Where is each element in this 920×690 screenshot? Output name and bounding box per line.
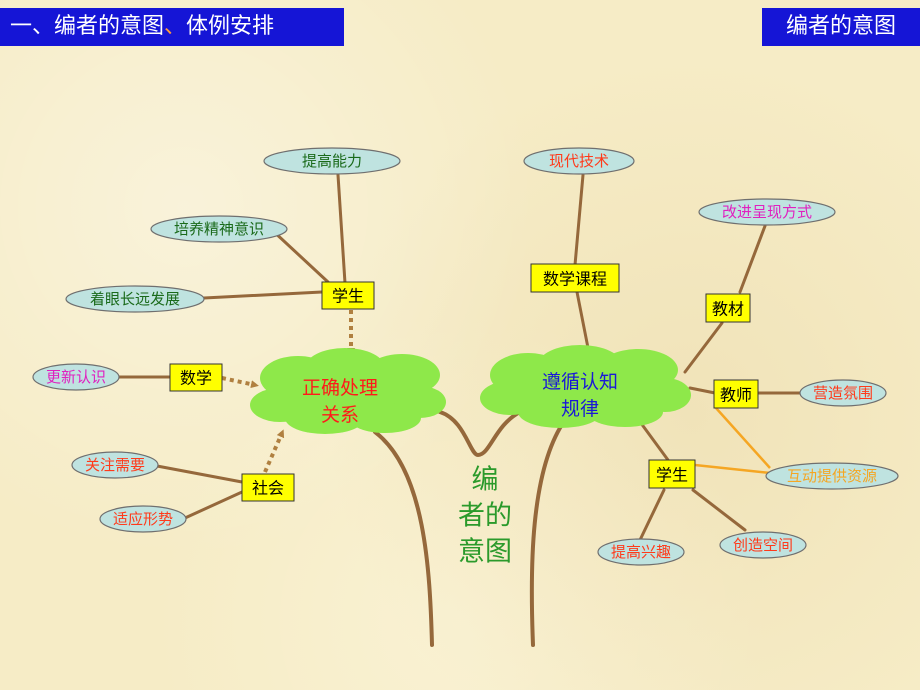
branch-focus-needs [155,464,244,484]
box-math-course: 数学课程 [530,263,620,293]
svg-text:教材: 教材 [712,300,744,319]
cloud-left-line2: 关系 [321,404,359,426]
branch-improve-ability [336,173,347,285]
branch-improve-presentation [738,224,767,294]
box-student-left: 学生 [321,281,375,310]
box-math: 数学 [169,363,223,392]
trunk-fork [438,410,522,458]
svg-text:改进呈现方式: 改进呈现方式 [722,203,812,221]
svg-text:培养精神意识: 培养精神意识 [174,220,264,238]
svg-text:现代技术: 现代技术 [549,152,609,170]
trunk-right [529,418,567,647]
oval-cultivate-spirit: 培养精神意识 [150,215,288,243]
section-title-banner: 一、编者的意图、体例安排 [0,8,344,46]
branch-modern-tech [573,173,585,267]
cloud-left-line1: 正确处理 [302,377,378,399]
svg-text:提高兴趣: 提高兴趣 [611,543,671,561]
svg-text:营造氛围: 营造氛围 [813,384,873,402]
svg-text:提高能力: 提高能力 [302,152,362,170]
svg-text:学生: 学生 [332,287,364,306]
svg-text:创造空间: 创造空间 [733,536,793,554]
branch-interest [638,488,666,542]
svg-text:学生: 学生 [656,466,688,485]
svg-text:关注需要: 关注需要 [85,456,145,474]
branch-textbook [683,321,724,374]
box-textbook: 教材 [705,293,751,323]
oval-improve-ability: 提高能力 [263,147,401,175]
svg-text:数学课程: 数学课程 [543,270,607,289]
cloud-follow-cognition: 遵循认知 规律 [480,345,691,428]
oval-atmosphere: 营造氛围 [799,379,887,407]
svg-text:数学: 数学 [180,369,212,388]
section-title-separator: 、 [164,14,187,39]
oval-improve-presentation: 改进呈现方式 [698,198,836,226]
branch-adapt [183,490,244,520]
oval-interest: 提高兴趣 [597,538,685,566]
center-text-line3: 意图 [458,537,512,568]
highlight-line-teacher [715,407,771,469]
center-text-line2: 者的 [458,501,512,532]
center-text-line1: 编 [472,465,499,496]
box-society: 社会 [241,473,295,502]
branch-cultivate-spirit [270,228,330,284]
svg-text:更新认识: 更新认识 [46,368,106,386]
arrow-math-to-cloud [221,376,259,389]
trunk-left [373,430,434,647]
svg-text:适应形势: 适应形势 [113,510,173,528]
branch-long-term [202,290,324,300]
cloud-handle-relations: 正确处理 关系 [250,348,446,434]
svg-text:互动提供资源: 互动提供资源 [787,467,877,485]
oval-modern-tech: 现代技术 [523,147,635,175]
svg-text:社会: 社会 [252,479,284,498]
section-title-part1: 一、编者的意图 [10,14,165,39]
oval-adapt: 适应形势 [99,505,187,533]
cloud-right-line1: 遵循认知 [542,371,618,393]
oval-update-view: 更新认识 [32,363,120,391]
highlight-line-student [694,463,771,475]
section-title-part2: 体例安排 [186,14,275,39]
box-teacher: 教师 [713,379,759,409]
svg-text:教师: 教师 [720,386,752,405]
branch-space [691,488,747,532]
oval-interactive: 互动提供资源 [765,462,899,490]
branch-teacher [688,386,717,395]
box-student-right: 学生 [648,459,696,489]
arrow-society-to-cloud [263,429,285,473]
oval-long-term: 着眼长远发展 [65,285,205,313]
svg-text:着眼长远发展: 着眼长远发展 [90,290,180,308]
cloud-right-line2: 规律 [561,398,599,420]
oval-space: 创造空间 [719,531,807,559]
oval-focus-needs: 关注需要 [71,451,159,479]
topic-banner: 编者的意图 [762,8,920,46]
